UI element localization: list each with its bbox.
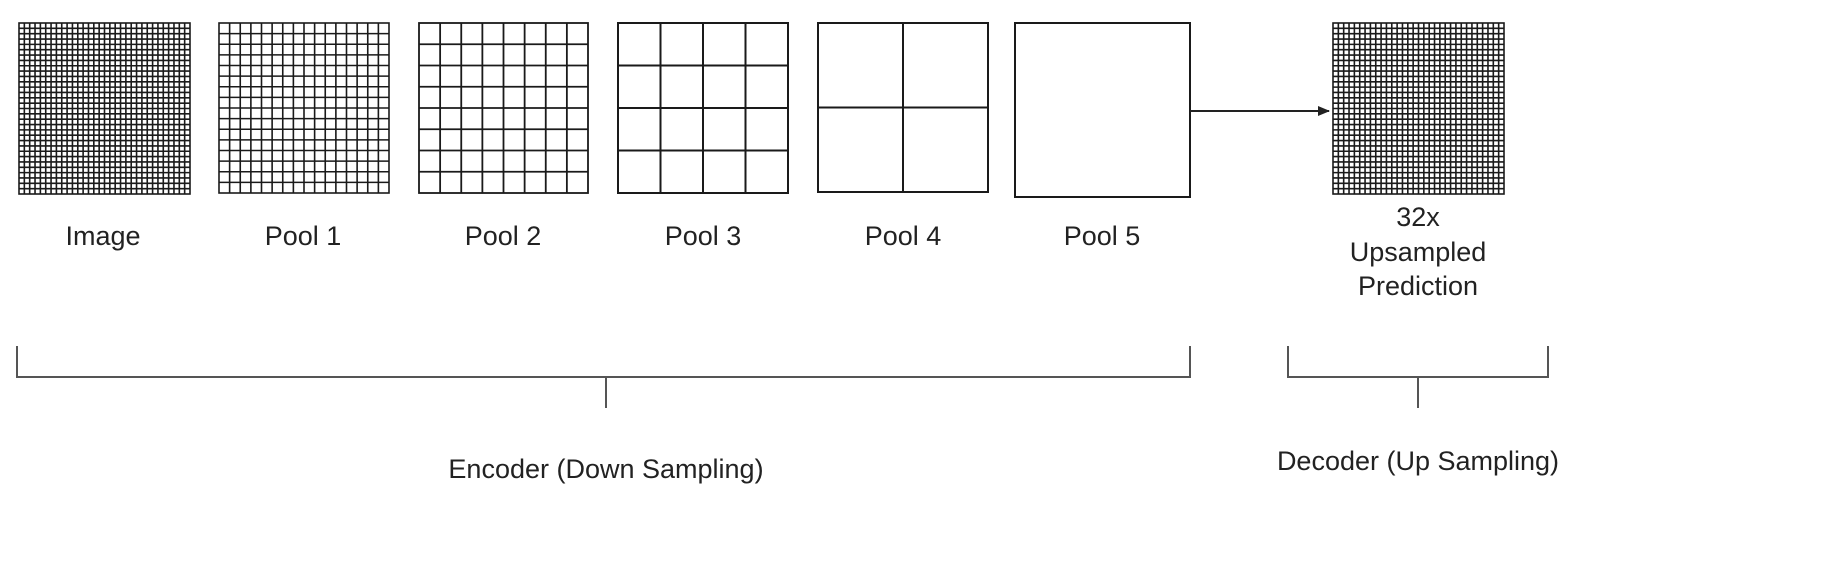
encoder-bracket: Encoder (Down Sampling): [16, 346, 1191, 484]
pool5-grid: [1014, 22, 1191, 198]
pool5-label: Pool 5: [1064, 221, 1141, 251]
stage-prediction: 32x Upsampled Prediction: [1332, 22, 1505, 301]
stage-image: Image: [18, 22, 191, 251]
pool5-grid-border: [1014, 22, 1191, 198]
image-grid: [18, 22, 191, 195]
pool1-label: Pool 1: [265, 221, 342, 251]
stage-pool2: Pool 2: [418, 22, 589, 251]
stage-pool3: Pool 3: [617, 22, 789, 251]
decoder-bracket-line: [1287, 346, 1549, 378]
stage-pool5: Pool 5: [1014, 22, 1191, 251]
encoder-label: Encoder (Down Sampling): [448, 454, 763, 484]
pool2-label: Pool 2: [465, 221, 542, 251]
stage-pool4: Pool 4: [817, 22, 989, 251]
pool1-grid: [218, 22, 390, 194]
pool2-grid: [418, 22, 589, 194]
prediction-label-line2: Upsampled: [1350, 237, 1487, 267]
prediction-grid: [1332, 22, 1505, 195]
prediction-label-line1: 32x: [1396, 202, 1440, 232]
stage-pool1: Pool 1: [218, 22, 390, 251]
decoder-bracket: Decoder (Up Sampling): [1277, 346, 1559, 476]
pool3-label: Pool 3: [665, 221, 742, 251]
pool4-label: Pool 4: [865, 221, 942, 251]
prediction-label-line3: Prediction: [1358, 271, 1478, 301]
pool4-grid: [817, 22, 989, 193]
image-label: Image: [65, 221, 140, 251]
pool3-grid: [617, 22, 789, 194]
encoder-bracket-line: [16, 346, 1191, 378]
decoder-label: Decoder (Up Sampling): [1277, 446, 1559, 476]
